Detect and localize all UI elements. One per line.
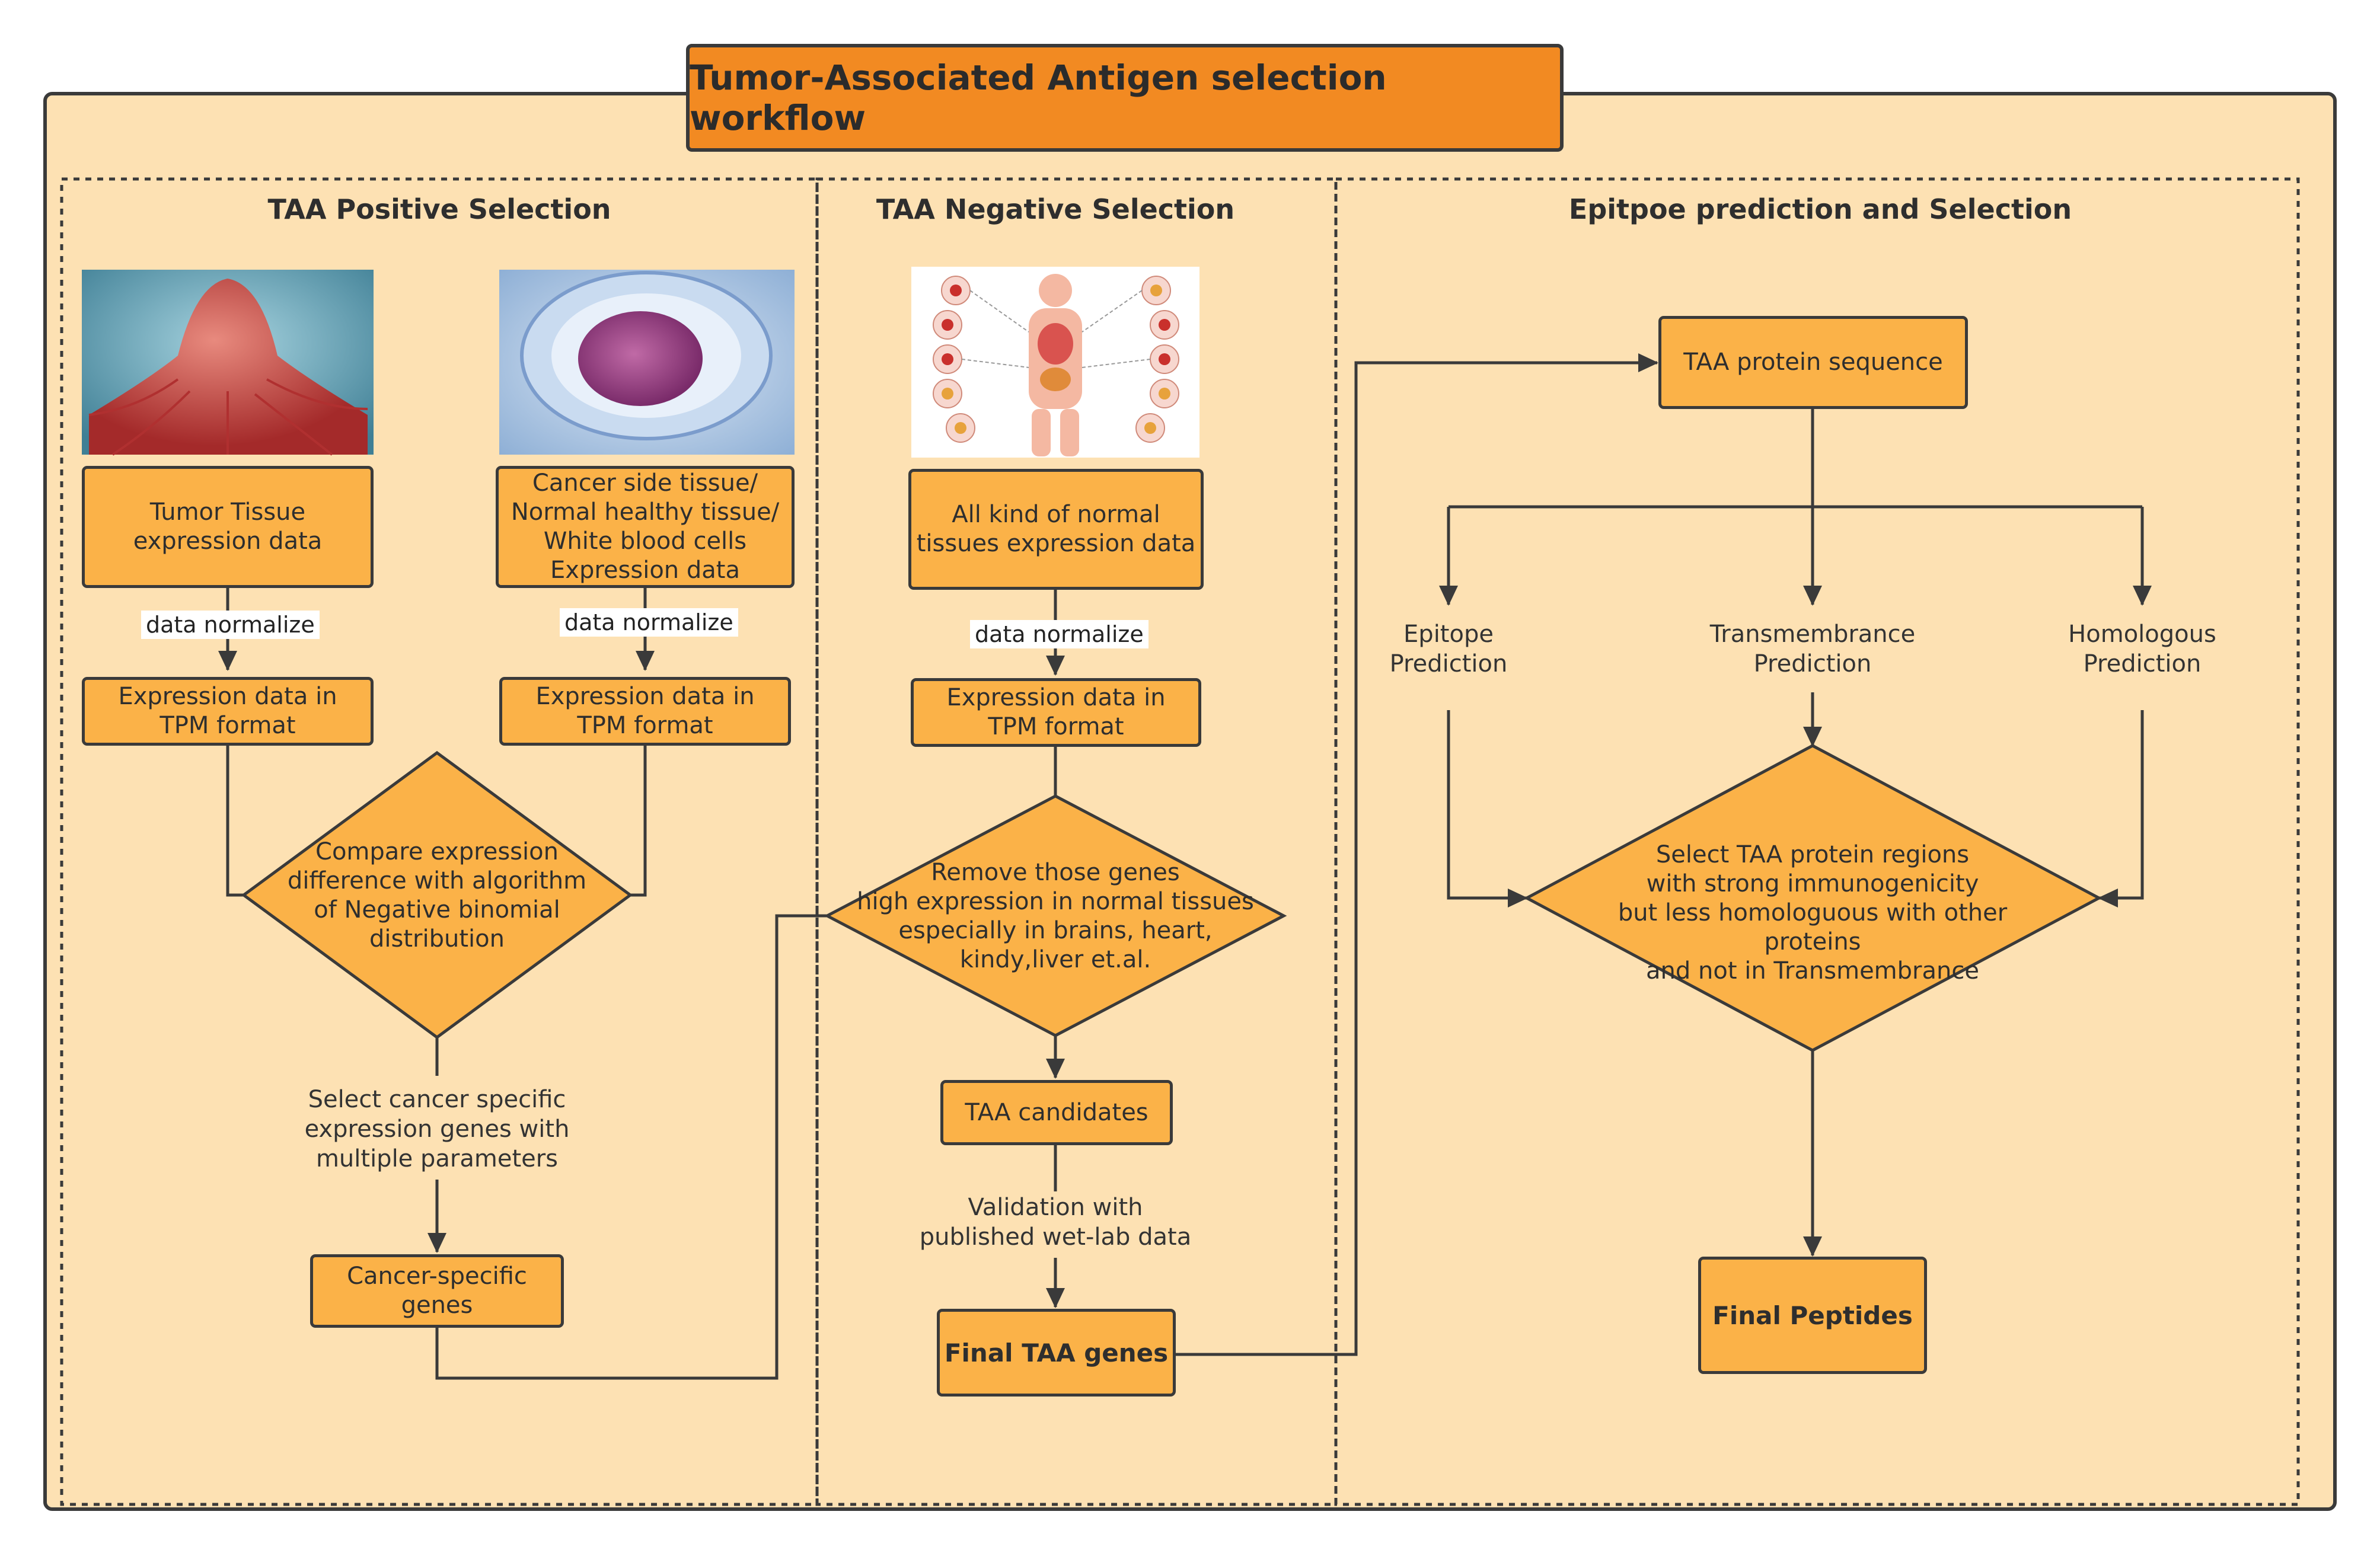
cancer-specific-box: Cancer-specific genes <box>310 1254 564 1328</box>
human-organs-image <box>911 267 1199 458</box>
homologous-prediction-label: Homologous Prediction <box>2068 621 2216 678</box>
remove-genes-diamond-text: Remove those genes high expression in no… <box>857 859 1254 973</box>
normalize-label-right: data normalize <box>560 608 738 637</box>
select-regions-diamond-text: Select TAA protein regions with strong i… <box>1617 841 2008 985</box>
transmembrance-prediction-label: Transmembrance Prediction <box>1709 621 1916 678</box>
select-cancer-label: Select cancer specific expression genes … <box>304 1086 570 1172</box>
taa-protein-sequence-box: TAA protein sequence <box>1658 316 1968 409</box>
normalize-label-left: data normalize <box>141 611 320 639</box>
validation-label: Validation with published wet-lab data <box>919 1194 1192 1251</box>
tpm-box-left: Expression data in TPM format <box>82 677 374 746</box>
epitope-prediction-label: Epitope Prediction <box>1389 621 1508 678</box>
connector <box>2098 710 2144 907</box>
connector <box>1176 353 1658 1356</box>
compare-diamond-text: Compare expression difference with algor… <box>287 838 587 953</box>
diagram-title: Tumor-Associated Antigen selection workf… <box>686 44 1564 152</box>
section-title-positive: TAA Positive Selection <box>267 193 611 225</box>
tpm-box-right: Expression data in TPM format <box>499 677 791 746</box>
final-taa-genes-box: Final TAA genes <box>937 1309 1176 1397</box>
connector <box>630 746 647 897</box>
connector <box>435 914 827 1380</box>
section-title-epitope: Epitpoe prediction and Selection <box>1568 193 2072 225</box>
tpm-box-negative: Expression data in TPM format <box>911 678 1201 747</box>
normal-tissue-box: Cancer side tissue/ Normal healthy tissu… <box>496 466 795 588</box>
section-border-positive <box>60 177 819 1506</box>
connector <box>1447 710 1528 907</box>
tumor-cell-image <box>82 270 374 456</box>
tumor-tissue-box: Tumor Tissue expression data <box>82 466 374 588</box>
normal-tissues-box: All kind of normal tissues expression da… <box>908 469 1204 590</box>
cell-nucleus-image <box>499 270 795 455</box>
connector <box>226 746 244 897</box>
section-border-epitope <box>1334 177 2300 1506</box>
final-peptides-box: Final Peptides <box>1698 1257 1927 1374</box>
section-title-negative: TAA Negative Selection <box>876 193 1235 225</box>
taa-candidates-box: TAA candidates <box>940 1080 1173 1145</box>
section-border-negative <box>815 177 1338 1506</box>
normalize-label-negative: data normalize <box>970 620 1148 648</box>
